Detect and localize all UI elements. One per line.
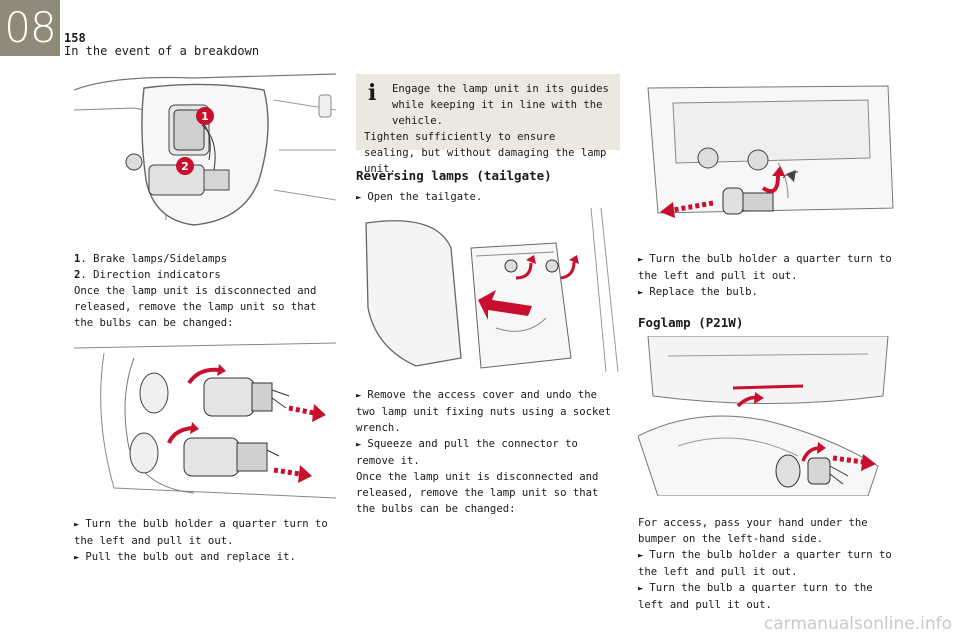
figure-rear-lamp-unit [74, 70, 336, 230]
step-turn-bulb-holder-reversing: ►Turn the bulb holder a quarter turn to … [638, 253, 892, 282]
note-line-2: Tighten sufficiently to ensure sealing, … [364, 131, 607, 175]
col1-text-legend: 1. Brake lamps/Sidelamps 2. Direction in… [74, 251, 336, 331]
svg-text:1: 1 [201, 110, 209, 123]
step-turn-foglamp-bulb: ►Turn the bulb a quarter turn to the lef… [638, 582, 873, 611]
col2-heading-block: Reversing lamps (tailgate) ►Open the tai… [356, 168, 620, 206]
figure-bulb-holders [74, 338, 336, 506]
legend-item-2: 2. Direction indicators [74, 269, 221, 281]
step-replace-bulb-reversing: ►Replace the bulb. [638, 286, 758, 298]
step-turn-foglamp-holder: ►Turn the bulb holder a quarter turn to … [638, 549, 892, 578]
figure-reversing-bulb [638, 78, 900, 236]
col1-paragraph: Once the lamp unit is disconnected and r… [74, 285, 317, 329]
svg-text:2: 2 [181, 160, 189, 173]
col2-paragraph: Once the lamp unit is disconnected and r… [356, 471, 599, 515]
heading-foglamp: Foglamp (P21W) [638, 315, 744, 330]
foglamp-access-paragraph: For access, pass your hand under the bum… [638, 517, 868, 545]
step-squeeze-connector: ►Squeeze and pull the connector to remov… [356, 438, 578, 467]
section-title: In the event of a breakdown [64, 44, 260, 58]
callout-1: 1 [196, 107, 214, 125]
col3-steps-top: ►Turn the bulb holder a quarter turn to … [638, 251, 900, 331]
step-turn-bulb-holder: ►Turn the bulb holder a quarter turn to … [74, 518, 328, 547]
col1-steps: ►Turn the bulb holder a quarter turn to … [74, 516, 336, 566]
info-note: i Engage the lamp unit in its guides whi… [356, 74, 620, 175]
step-remove-access-cover: ►Remove the access cover and undo the tw… [356, 389, 612, 434]
callout-2: 2 [176, 157, 194, 175]
figure-tailgate [356, 208, 620, 372]
legend-item-1: 1. Brake lamps/Sidelamps [74, 253, 228, 265]
step-open-tailgate: ►Open the tailgate. [356, 191, 483, 203]
note-line-1: Engage the lamp unit in its guides while… [392, 83, 609, 127]
col3-steps-bottom: For access, pass your hand under the bum… [638, 515, 900, 613]
figure-foglamp [638, 336, 900, 496]
heading-reversing-lamps: Reversing lamps (tailgate) [356, 168, 552, 183]
chapter-tab: 08 [0, 0, 60, 56]
watermark: carmanualsonline.info [763, 614, 952, 634]
info-icon: i [368, 80, 377, 106]
col2-steps: ►Remove the access cover and undo the tw… [356, 387, 620, 517]
step-replace-bulb: ►Pull the bulb out and replace it. [74, 551, 296, 563]
page-number: 158 [64, 31, 86, 45]
